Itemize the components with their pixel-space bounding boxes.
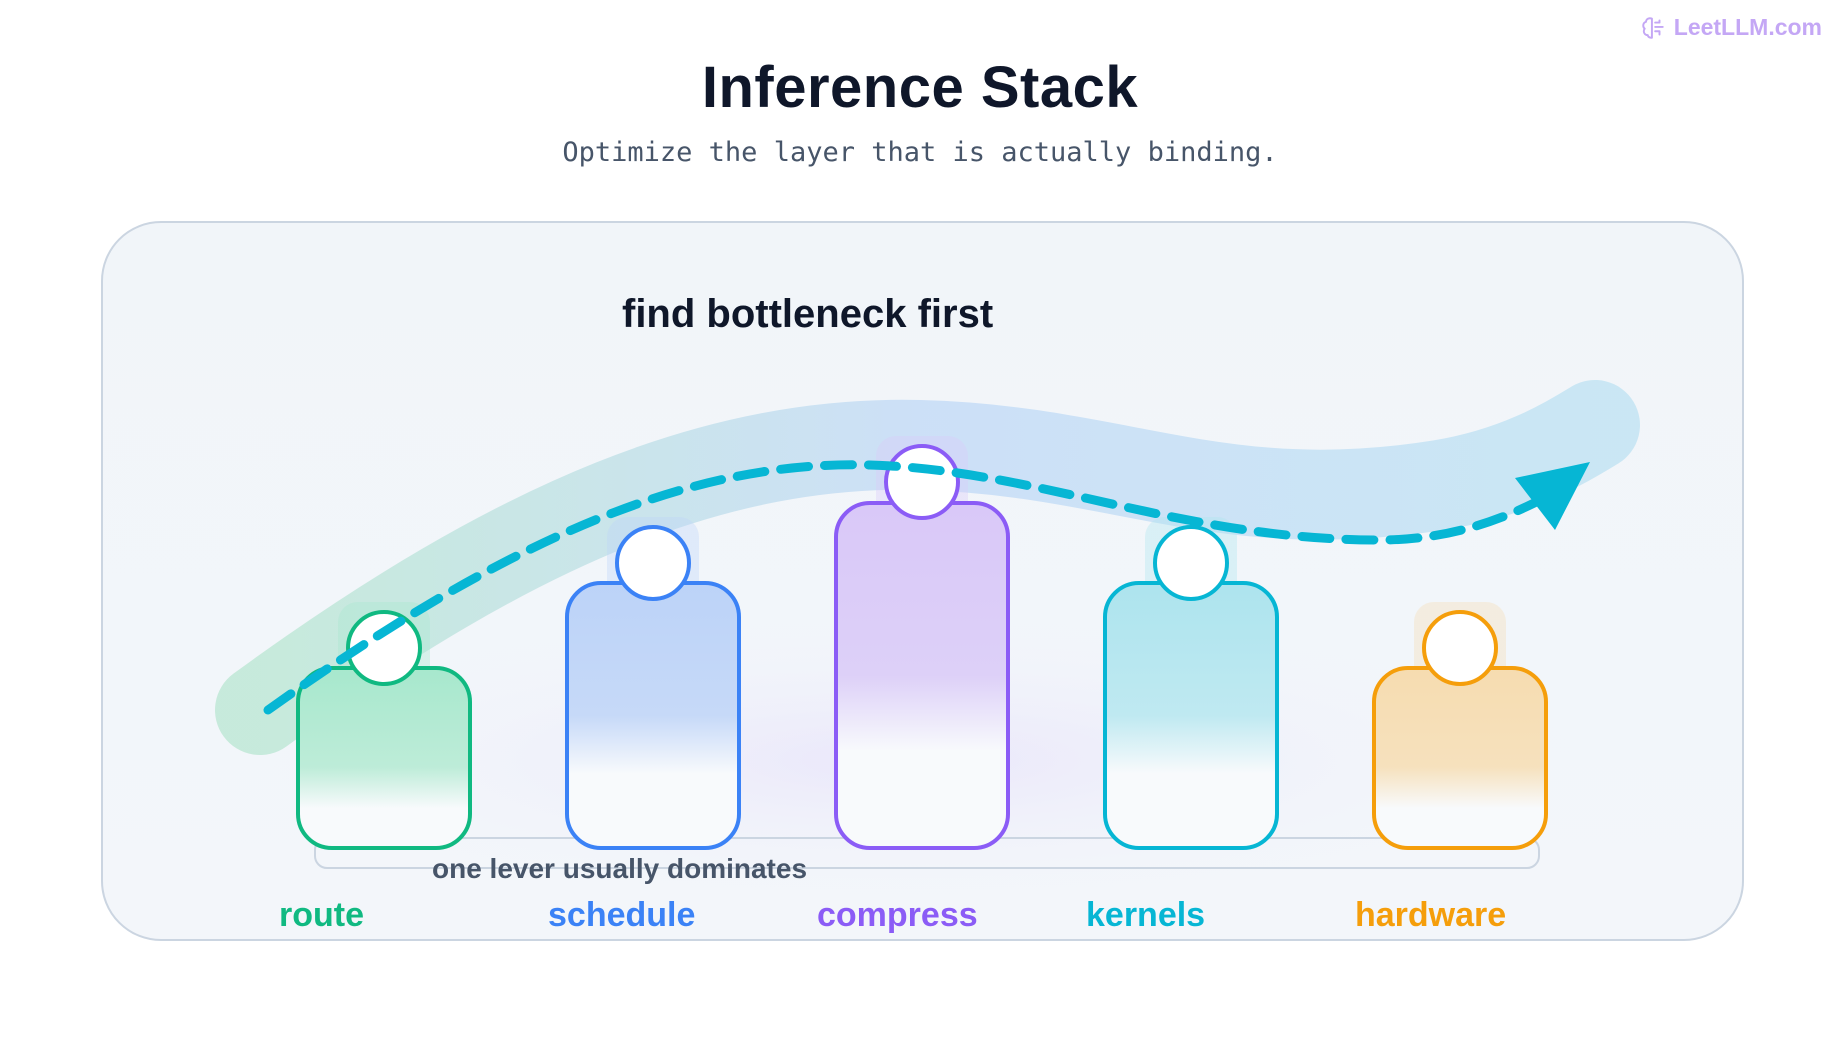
page-subtitle: Optimize the layer that is actually bind…	[562, 137, 1278, 168]
stage-node-compress	[884, 444, 960, 520]
stage-node-kernels	[1153, 525, 1229, 601]
stage-column-route	[296, 666, 472, 850]
stage-label-route: route	[279, 896, 364, 934]
flow-arrowhead	[1515, 462, 1590, 530]
brand[interactable]: LeetLLM.com	[1640, 14, 1822, 41]
stage-node-schedule	[615, 525, 691, 601]
stage-node-route	[346, 610, 422, 686]
stage-label-schedule: schedule	[548, 896, 696, 934]
diagram-heading: find bottleneck first	[622, 292, 994, 336]
brand-name: LeetLLM.com	[1673, 14, 1822, 40]
brain-icon	[1642, 16, 1664, 39]
lever-note: one lever usually dominates	[432, 853, 808, 884]
stage-node-hardware	[1422, 610, 1498, 686]
stage-column-hardware	[1372, 666, 1548, 850]
stage-label-compress: compress	[817, 896, 978, 934]
stage-label-hardware: hardware	[1355, 896, 1507, 934]
stage-label-kernels: kernels	[1086, 896, 1206, 934]
flow-arrow-path	[263, 460, 1565, 715]
stage-column-kernels	[1103, 581, 1279, 850]
page-title: Inference Stack	[701, 55, 1139, 120]
flow-band	[215, 380, 1640, 755]
stage-column-compress	[834, 501, 1010, 850]
stage-column-schedule	[565, 581, 741, 850]
stage-columns	[296, 436, 1548, 850]
